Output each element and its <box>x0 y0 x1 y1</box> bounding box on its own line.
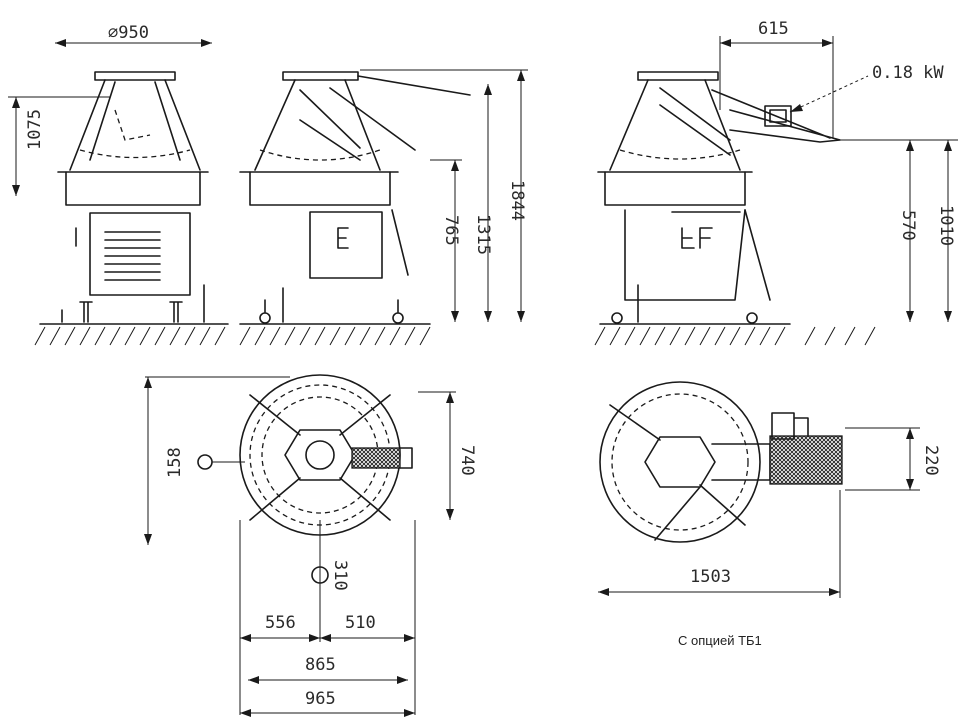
option-hatch-block <box>769 435 843 485</box>
front-view <box>8 39 229 346</box>
dim-top-diameter: ⌀950 <box>108 23 149 43</box>
dim-height-1075: 1075 <box>25 109 45 150</box>
dim-height-1844: 1844 <box>507 180 527 221</box>
dim-height-1315: 1315 <box>473 214 493 255</box>
dim-option-width: 615 <box>758 19 789 39</box>
option-plan-view <box>598 381 920 598</box>
dim-plan-left-556: 556 <box>265 613 296 633</box>
dim-option-plan-1503: 1503 <box>690 567 731 587</box>
side-view <box>239 69 528 346</box>
plan-hatch-block <box>351 447 401 469</box>
dim-option-height-1010: 1010 <box>936 205 956 246</box>
dim-option-plan-220: 220 <box>921 445 941 476</box>
option-side-view <box>594 36 958 346</box>
dim-plan-depth-740: 740 <box>457 445 477 476</box>
dim-height-765: 765 <box>441 215 461 246</box>
dim-plan-right-510: 510 <box>345 613 376 633</box>
cabinet-vent-slots <box>104 231 161 281</box>
motor-power-label: 0.18 kW <box>872 63 944 83</box>
dim-option-height-570: 570 <box>898 210 918 241</box>
dim-plan-width-865: 865 <box>305 655 336 675</box>
dim-plan-offset-310: 310 <box>330 560 350 591</box>
option-caption: С опцией ТБ1 <box>678 633 762 648</box>
dim-plan-offset-158: 158 <box>165 447 185 478</box>
plan-view <box>144 374 456 717</box>
dim-plan-width-965: 965 <box>305 689 336 709</box>
